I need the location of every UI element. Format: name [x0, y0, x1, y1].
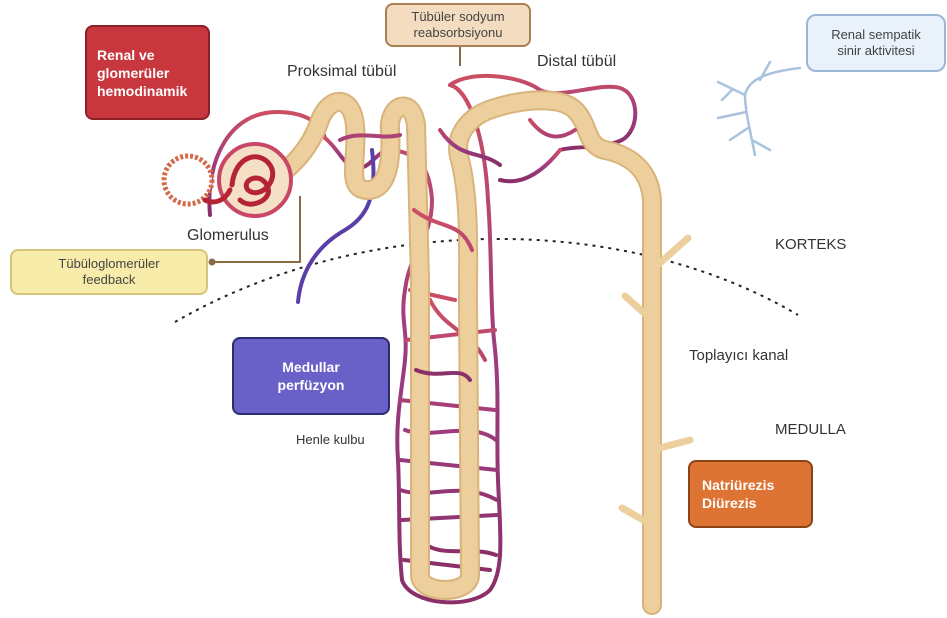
tubuloglomerular-feedback-text: Tübüloglomerüler feedback: [58, 256, 159, 288]
distal-tubule-label: Distal tübül: [537, 53, 616, 71]
sympathetic-nerve-text: Renal sempatik sinir aktivitesi: [831, 27, 921, 59]
medullary-perfusion-box: Medullar perfüzyon: [232, 337, 390, 415]
proximal-tubule-label: Proksimal tübül: [287, 63, 396, 81]
henle-loop-label: Henle kulbu: [296, 432, 365, 447]
tubuloglomerular-feedback-box: Tübüloglomerüler feedback: [10, 249, 208, 295]
nerve-icon: [718, 62, 800, 155]
natriuresis-box: Natriürezis Diürezis: [688, 460, 813, 528]
glomerulus-label: Glomerulus: [187, 227, 269, 245]
cortex-medulla-boundary: [175, 239, 798, 322]
cortex-label: KORTEKS: [775, 236, 846, 253]
glomerulus-icon: [164, 144, 291, 216]
medulla-label: MEDULLA: [775, 421, 846, 438]
medullary-perfusion-text: Medullar perfüzyon: [278, 358, 345, 394]
tubular-sodium-text: Tübüler sodyum reabsorbsiyonu: [411, 9, 504, 41]
feedback-connector-dot: [209, 259, 216, 266]
tubular-sodium-box: Tübüler sodyum reabsorbsiyonu: [385, 3, 531, 47]
renal-hemodynamics-box: Renal ve glomerüler hemodinamik: [85, 25, 210, 120]
collecting-duct-label: Toplayıcı kanal: [689, 347, 788, 364]
natriuresis-text: Natriürezis Diürezis: [702, 476, 774, 512]
sympathetic-nerve-box: Renal sempatik sinir aktivitesi: [806, 14, 946, 72]
renal-hemodynamics-text: Renal ve glomerüler hemodinamik: [97, 46, 187, 100]
